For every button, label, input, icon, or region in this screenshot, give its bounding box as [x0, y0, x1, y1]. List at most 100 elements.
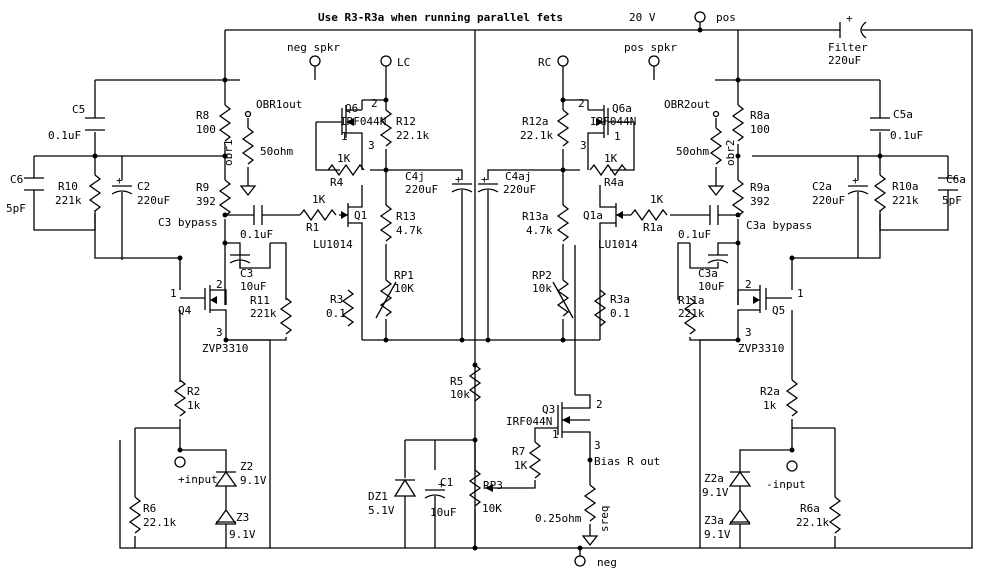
rp3-name: RP3: [483, 479, 503, 492]
r9a-resistor: [732, 179, 744, 217]
dz1-value: 5.1V: [368, 504, 395, 517]
r7-name: R7: [512, 445, 525, 458]
q6-pin2: 2: [371, 97, 378, 110]
plus-input-label: +input: [178, 473, 218, 486]
bias-r-out-node: [587, 457, 593, 463]
source-ground: [582, 535, 598, 546]
q6a-pin1: 1: [614, 130, 621, 143]
rp1-potentiometer: [380, 279, 392, 317]
r11a-value: 221k: [678, 307, 705, 320]
c5-value: 0.1uF: [48, 129, 81, 142]
q4-name: Q4: [178, 304, 192, 317]
c3bypass-name: C3 bypass: [158, 216, 218, 229]
q4-pin3: 3: [216, 326, 223, 339]
c3abypass-value: 0.1uF: [678, 228, 711, 241]
obr2out-terminal: [712, 110, 720, 118]
r10a-resistor: [874, 174, 886, 212]
c6-capacitor: [24, 177, 44, 191]
q3-part: IRF044N: [506, 415, 552, 428]
c4aj-value: 220uF: [503, 183, 536, 196]
source-resistor-name: sreq: [598, 506, 611, 533]
q5-pin2: 2: [745, 278, 752, 291]
r2-resistor: [174, 379, 186, 417]
r6a-value: 22.1k: [796, 516, 829, 529]
r3a-name: R3a: [610, 293, 630, 306]
filter-cap-plate-b: [860, 21, 867, 39]
r2a-name: R2a: [760, 385, 780, 398]
r6a-resistor: [829, 496, 841, 534]
obr1-ground: [240, 185, 256, 196]
rc-terminal[interactable]: [557, 55, 569, 67]
c6a-value: 5pF: [942, 194, 962, 207]
r11-name: R11: [250, 294, 270, 307]
c3-capacitor: [229, 254, 251, 264]
q3-name: Q3: [542, 403, 555, 416]
neg-spkr-terminal[interactable]: [309, 55, 321, 67]
q4-pin1: 1: [170, 287, 177, 300]
c3abypass-name: C3a bypass: [746, 219, 812, 232]
q1a-name: Q1a: [583, 209, 603, 222]
q6-pin3: 3: [368, 139, 375, 152]
lc-terminal[interactable]: [380, 55, 392, 67]
filter-name: Filter: [828, 41, 868, 54]
c2a-capacitor: [847, 156, 869, 258]
c5a-name: C5a: [893, 108, 913, 121]
c2-capacitor: [111, 156, 133, 260]
r8-name: R8: [196, 109, 209, 122]
q1a-part: LU1014: [598, 238, 638, 251]
c1-name: C1: [440, 476, 453, 489]
r9a-value: 392: [750, 195, 770, 208]
r2a-resistor: [786, 379, 798, 417]
minus-input-terminal[interactable]: [786, 460, 798, 472]
c2a-name: C2a: [812, 180, 832, 193]
r8-value: 100: [196, 123, 216, 136]
r2a-value: 1k: [763, 399, 777, 412]
r4a-value: 1K: [604, 152, 618, 165]
r7-value: 1K: [514, 459, 528, 472]
c2-value: 220uF: [137, 194, 170, 207]
junction-dots: [92, 77, 883, 551]
r8a-name: R8a: [750, 109, 770, 122]
r13a-resistor: [557, 204, 569, 242]
dz1-name: DZ1: [368, 490, 388, 503]
q4-part: ZVP3310: [202, 342, 248, 355]
obr2-name: obr2: [724, 140, 737, 167]
r10-value: 221k: [55, 194, 82, 207]
z3a-name: Z3a: [704, 514, 724, 527]
r5-value: 10k: [450, 388, 470, 401]
q3-pin2: 2: [596, 398, 603, 411]
z2a-value: 9.1V: [702, 486, 729, 499]
q6a-pin2: 2: [578, 97, 585, 110]
obr1-value: 50ohm: [260, 145, 293, 158]
r12-value: 22.1k: [396, 129, 429, 142]
r9a-name: R9a: [750, 181, 770, 194]
q6a-part: IRF044N: [590, 115, 636, 128]
r12a-value: 22.1k: [520, 129, 553, 142]
c5-capacitor: [85, 117, 105, 131]
z3a-value: 9.1V: [704, 528, 731, 541]
c6-name: C6: [10, 173, 23, 186]
rp1-name: RP1: [394, 269, 414, 282]
rp2-name: RP2: [532, 269, 552, 282]
filter-value: 220uF: [828, 54, 861, 67]
c1-value: 10uF: [430, 506, 457, 519]
neg-terminal[interactable]: [574, 555, 586, 567]
r3-value: 0.1: [326, 307, 346, 320]
lc-label: LC: [397, 56, 410, 69]
c4aj-capacitor: [477, 183, 499, 340]
r4-name: R4: [330, 176, 344, 189]
source-resistor-value: 0.25ohm: [535, 512, 582, 525]
minus-input-label: -input: [766, 478, 806, 491]
source-resistor: [584, 484, 596, 522]
neg-spkr-label: neg spkr: [287, 41, 340, 54]
svg-text:+: +: [846, 12, 853, 25]
r3-name: R3: [330, 293, 343, 306]
plus-input-terminal[interactable]: [174, 456, 186, 468]
pos-spkr-terminal[interactable]: [648, 55, 660, 67]
c3abypass-capacitor: [670, 205, 738, 225]
q5-pin3: 3: [745, 326, 752, 339]
rp2-potentiometer: [557, 279, 569, 317]
r11-resistor: [280, 297, 292, 335]
c5a-capacitor: [870, 117, 890, 131]
